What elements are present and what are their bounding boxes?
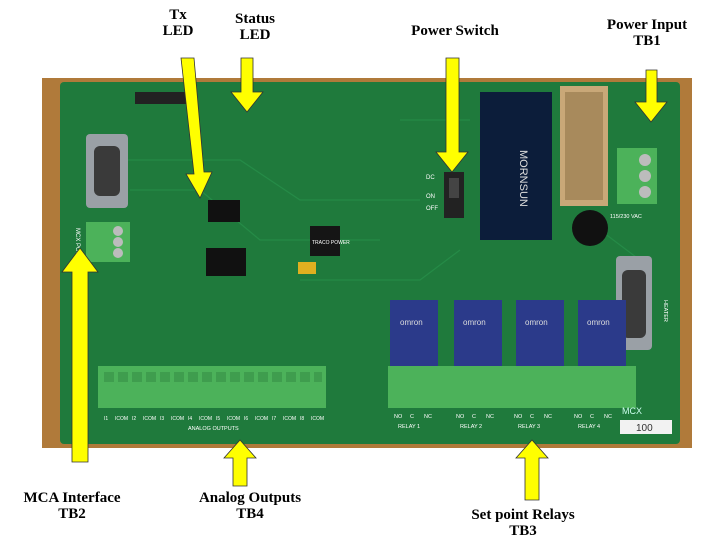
analog-channel-labels: I1 ICOM I2 ICOM I3 ICOM I4 ICOM I5 ICOM … <box>104 416 324 422</box>
svg-text:omron: omron <box>587 318 610 327</box>
callout-mca-interface: MCA Interface TB2 <box>23 490 121 522</box>
header-connector <box>135 92 187 104</box>
callout-power-input: Power Input TB1 <box>606 17 688 49</box>
transformer <box>560 86 608 206</box>
svg-text:NO: NO <box>574 414 583 420</box>
svg-text:HEATER: HEATER <box>662 300 668 322</box>
svg-text:RELAY 3: RELAY 3 <box>518 424 540 430</box>
svg-text:100: 100 <box>636 423 653 434</box>
svg-text:DC: DC <box>426 175 435 181</box>
ic-chip-2 <box>206 248 246 276</box>
arrow-power-switch <box>435 57 469 173</box>
svg-text:ICOM: ICOM <box>255 416 268 422</box>
brand-mark: MCX <box>622 406 642 416</box>
svg-text:ICOM: ICOM <box>143 416 156 422</box>
yellow-capacitor <box>298 262 316 274</box>
svg-text:RELAY 4: RELAY 4 <box>578 424 600 430</box>
svg-text:NC: NC <box>424 414 432 420</box>
svg-text:I1: I1 <box>104 416 108 422</box>
callout-analog-outputs: Analog Outputs TB4 <box>198 490 302 522</box>
svg-text:NC: NC <box>544 414 552 420</box>
callout-status-led: Status LED <box>234 11 275 43</box>
svg-text:I5: I5 <box>216 416 220 422</box>
arrow-analog <box>223 439 257 487</box>
sticker <box>620 420 672 434</box>
power-switch <box>444 172 464 218</box>
svg-text:TRACO POWER: TRACO POWER <box>312 240 350 246</box>
svg-text:ICOM: ICOM <box>311 416 324 422</box>
svg-text:omron: omron <box>525 318 548 327</box>
svg-text:I6: I6 <box>244 416 248 422</box>
mcx-port-label: MCX PORT <box>74 228 80 260</box>
svg-text:ICOM: ICOM <box>283 416 296 422</box>
svg-text:MORNSUN: MORNSUN <box>517 150 529 207</box>
fuse-holder <box>572 210 608 246</box>
callout-arrows <box>61 57 668 501</box>
svg-text:OFF: OFF <box>426 206 438 212</box>
relay-term-labels: NO C NC NO C NC NO C NC NO C NC RELAY 1 … <box>394 414 612 430</box>
svg-text:omron: omron <box>463 318 486 327</box>
svg-text:RELAY 2: RELAY 2 <box>460 424 482 430</box>
arrow-tx <box>180 57 213 199</box>
svg-text:NC: NC <box>486 414 494 420</box>
svg-text:C: C <box>590 414 594 420</box>
tb4-terminal <box>98 366 326 408</box>
callout-power-switch: Power Switch <box>411 23 499 39</box>
svg-text:C: C <box>530 414 534 420</box>
svg-text:ICOM: ICOM <box>115 416 128 422</box>
svg-text:ICOM: ICOM <box>199 416 212 422</box>
svg-text:NO: NO <box>456 414 465 420</box>
power-module: MORNSUN <box>480 92 552 240</box>
svg-text:NO: NO <box>394 414 403 420</box>
svg-text:I2: I2 <box>132 416 136 422</box>
svg-text:C: C <box>472 414 476 420</box>
tb2-terminal <box>86 222 130 262</box>
svg-text:RELAY 1: RELAY 1 <box>398 424 420 430</box>
svg-text:I8: I8 <box>300 416 304 422</box>
arrow-mca <box>61 247 99 463</box>
svg-text:NC: NC <box>604 414 612 420</box>
svg-text:ICOM: ICOM <box>227 416 240 422</box>
analog-outputs-silkscreen: ANALOG OUTPUTS <box>188 426 239 432</box>
svg-text:omron: omron <box>400 318 423 327</box>
ic-chip <box>208 200 240 222</box>
svg-text:ICOM: ICOM <box>171 416 184 422</box>
svg-text:C: C <box>410 414 414 420</box>
svg-text:I3: I3 <box>160 416 164 422</box>
callout-tx-led: Tx LED <box>162 7 194 39</box>
tb3-terminal <box>388 366 636 408</box>
svg-text:I4: I4 <box>188 416 192 422</box>
arrow-status <box>230 57 264 113</box>
traco-module <box>310 226 340 256</box>
arrow-power-input <box>634 69 668 123</box>
svg-text:NO: NO <box>514 414 523 420</box>
svg-text:I7: I7 <box>272 416 276 422</box>
arrow-relays <box>515 439 549 501</box>
relay-bank <box>390 300 626 366</box>
callout-setpoint-relays: Set point Relays TB3 <box>471 507 575 539</box>
db9-connector-left <box>86 134 128 208</box>
svg-text:ON: ON <box>426 194 435 200</box>
svg-text:115/230 VAC: 115/230 VAC <box>610 214 642 220</box>
tb1-terminal <box>617 148 657 204</box>
